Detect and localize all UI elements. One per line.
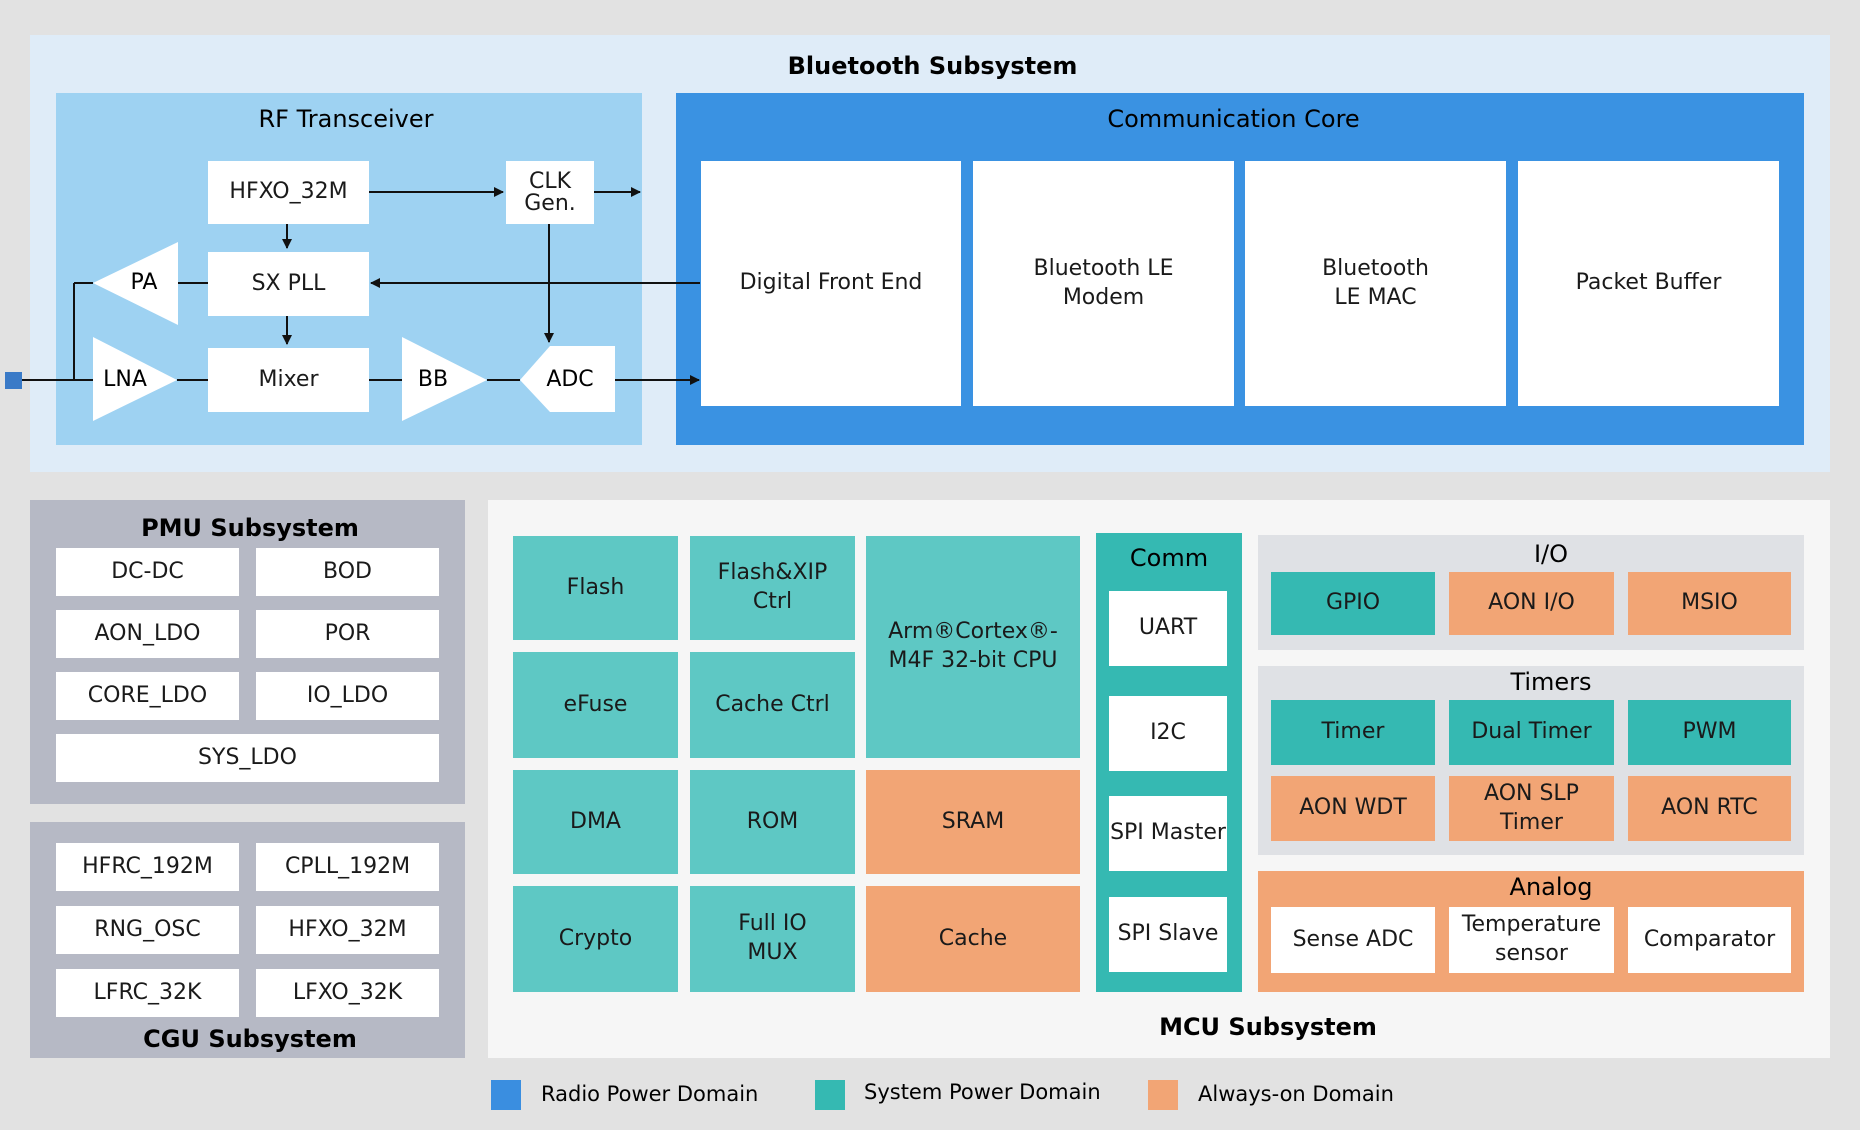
mixer-block: Mixer (208, 348, 369, 412)
legend-label-radio: Radio Power Domain (541, 1082, 759, 1106)
cgu-item-rng-osc: RNG_OSC (56, 906, 239, 954)
mcu-subsystem-title: MCU Subsystem (1159, 1013, 1377, 1041)
pmu-item-io-ldo: IO_LDO (256, 672, 439, 720)
cgu-subsystem-title: CGU Subsystem (143, 1025, 357, 1053)
comm-item-uart: UART (1109, 591, 1227, 666)
full-io-mux-block: Full IO MUX (690, 886, 855, 992)
bluetooth-subsystem-title: Bluetooth Subsystem (787, 52, 1078, 80)
pmu-item-sys-ldo: SYS_LDO (56, 734, 439, 782)
io-title: I/O (1533, 540, 1569, 568)
legend-swatch-radio (491, 1080, 521, 1110)
cache-block: Cache (866, 886, 1080, 992)
analog-item-sense-adc: Sense ADC (1271, 907, 1435, 973)
hfxo-32m-block: HFXO_32M (208, 161, 369, 224)
bluetooth-le-modem-block: Bluetooth LE Modem (973, 161, 1234, 406)
legend: Radio Power Domain System Power Domain A… (0, 1070, 1860, 1120)
analog-item-temperature-sensor: Temperature sensor (1449, 907, 1614, 973)
comm-item-spi-master: SPI Master (1109, 796, 1227, 871)
sx-pll-block: SX PLL (208, 252, 369, 316)
comm-title: Comm (1129, 544, 1209, 572)
timers-item-aon-rtc: AON RTC (1628, 776, 1791, 841)
timers-item-pwm: PWM (1628, 700, 1791, 765)
io-item-gpio: GPIO (1271, 572, 1435, 635)
legend-label-system: System Power Domain (864, 1080, 1101, 1104)
bb-label: BB (417, 367, 449, 392)
cache-ctrl-block: Cache Ctrl (690, 652, 855, 758)
rom-block: ROM (690, 770, 855, 874)
pa-label: PA (130, 270, 158, 295)
clk-gen-block: CLK Gen. (506, 161, 594, 224)
pmu-subsystem-title: PMU Subsystem (141, 514, 359, 542)
lna-label: LNA (103, 367, 147, 392)
packet-buffer-block: Packet Buffer (1518, 161, 1779, 406)
cgu-item-hfxo-32m: HFXO_32M (256, 906, 439, 954)
timers-item-aon-slp-timer: AON SLP Timer (1449, 776, 1614, 841)
analog-item-comparator: Comparator (1628, 907, 1791, 973)
pmu-item-bod: BOD (256, 548, 439, 596)
pmu-item-por: POR (256, 610, 439, 658)
analog-title: Analog (1509, 873, 1593, 901)
cgu-item-lfxo-32k: LFXO_32K (256, 969, 439, 1017)
adc-label: ADC (546, 367, 594, 392)
flash-xip-ctrl-block: Flash&XIP Ctrl (690, 536, 855, 640)
sram-block: SRAM (866, 770, 1080, 874)
pmu-item-aon-ldo: AON_LDO (56, 610, 239, 658)
timers-title: Timers (1510, 668, 1592, 696)
bluetooth-le-mac-block: Bluetooth LE MAC (1245, 161, 1506, 406)
cgu-item-lfrc-32k: LFRC_32K (56, 969, 239, 1017)
pmu-item-dc-dc: DC-DC (56, 548, 239, 596)
timers-item-timer: Timer (1271, 700, 1435, 765)
digital-front-end-block: Digital Front End (701, 161, 961, 406)
legend-swatch-system (815, 1080, 845, 1110)
comm-item-i2c: I2C (1109, 696, 1227, 771)
efuse-block: eFuse (513, 652, 678, 758)
communication-core-title: Communication Core (1107, 105, 1360, 133)
cpu-block: Arm®Cortex®-M4F 32-bit CPU (866, 536, 1080, 758)
timers-item-dual-timer: Dual Timer (1449, 700, 1614, 765)
rf-transceiver-title: RF Transceiver (258, 105, 434, 133)
io-item-aon-io: AON I/O (1449, 572, 1614, 635)
dma-block: DMA (513, 770, 678, 874)
legend-label-always-on: Always-on Domain (1198, 1082, 1394, 1106)
crypto-block: Crypto (513, 886, 678, 992)
timers-item-aon-wdt: AON WDT (1271, 776, 1435, 841)
cgu-item-cpll-192m: CPLL_192M (256, 843, 439, 891)
flash-block: Flash (513, 536, 678, 640)
pmu-item-core-ldo: CORE_LDO (56, 672, 239, 720)
comm-item-spi-slave: SPI Slave (1109, 897, 1227, 972)
legend-swatch-always-on (1148, 1080, 1178, 1110)
io-item-msio: MSIO (1628, 572, 1791, 635)
cgu-item-hfrc-192m: HFRC_192M (56, 843, 239, 891)
